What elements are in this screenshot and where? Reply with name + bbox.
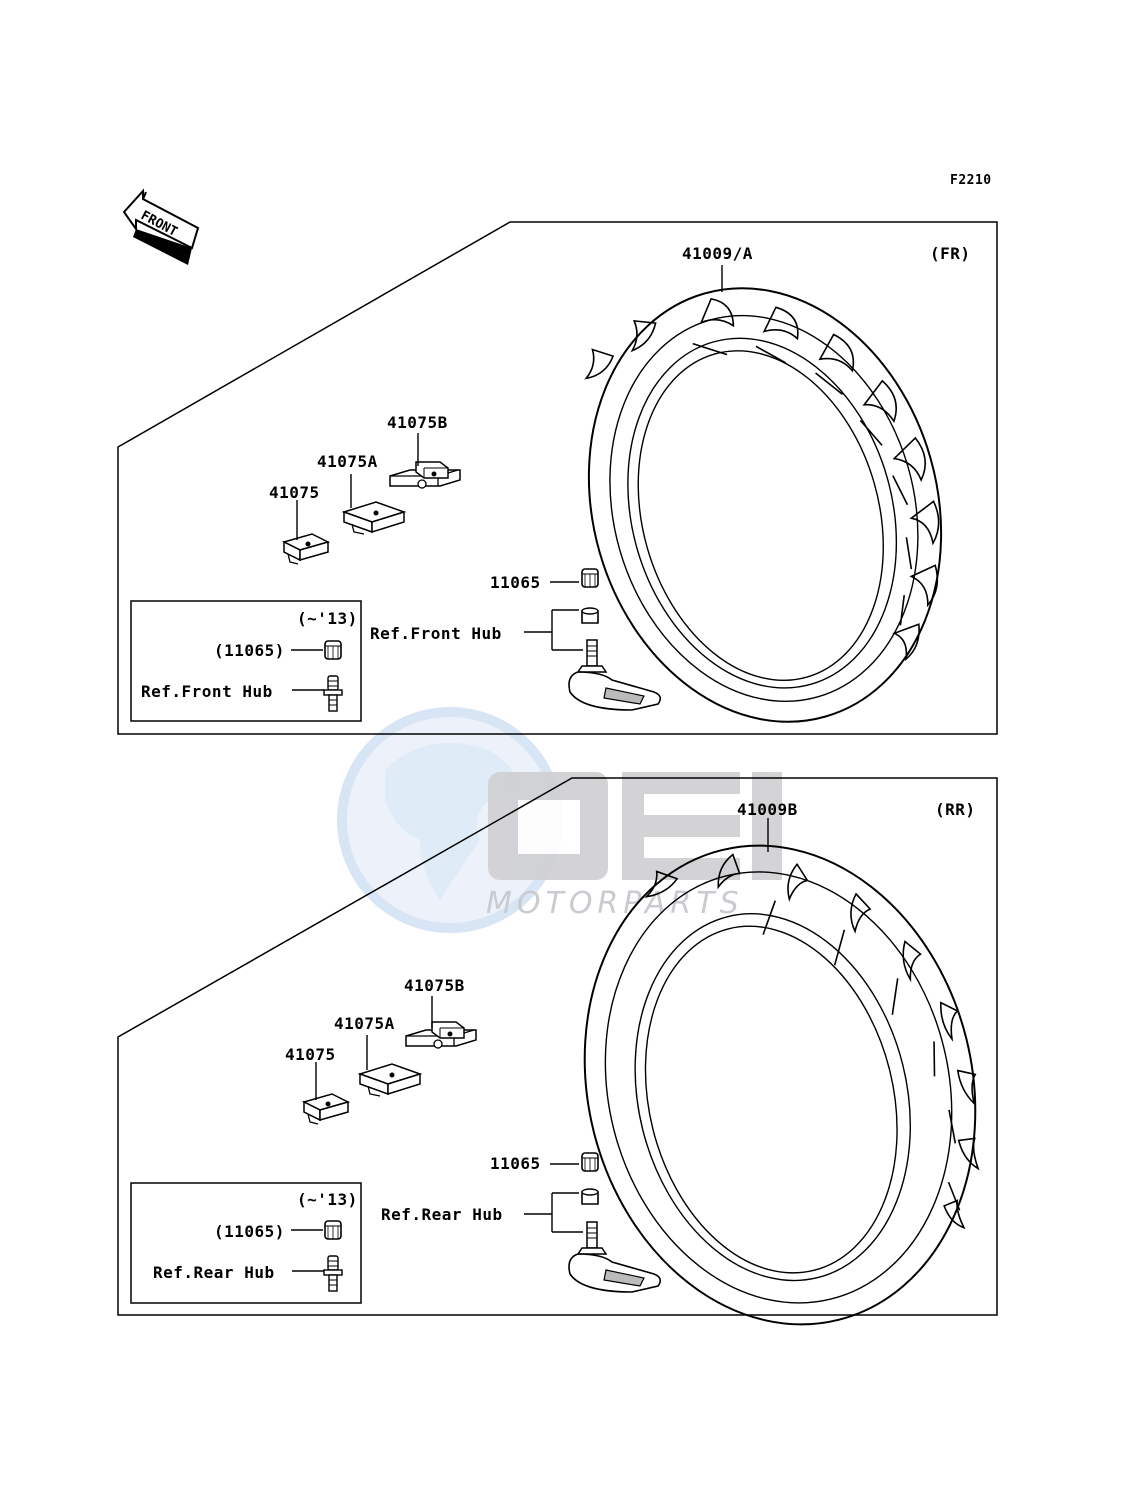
front-position-label: (FR) [930,244,971,263]
rear-valve-cap-label: 11065 [490,1154,541,1173]
rear-panel-frame [117,777,998,1316]
rear-weight-41075-label: 41075 [285,1045,336,1064]
rear-inset-parts [291,1220,343,1292]
rear-inset-hub-label: Ref.Rear Hub [153,1263,275,1282]
front-weight-41075B-label: 41075B [387,413,448,432]
front-tire-part-label: 41009/A [682,244,753,263]
watermark-brand: OEM [488,780,489,781]
front-weight-41075A-label: 41075A [317,452,378,471]
rear-inset-range-label: (~'13) [297,1190,358,1209]
front-weight-41075-label: 41075 [269,483,320,502]
rear-weights [303,996,477,1125]
rear-valve-parts [524,1152,662,1293]
rear-weight-41075A-label: 41075A [334,1014,395,1033]
front-arrow-icon [122,188,200,265]
front-inset-range-label: (~'13) [297,609,358,628]
front-valve-cap-label: 11065 [490,573,541,592]
front-inset-box [130,600,362,722]
front-valve-parts [524,568,662,711]
front-weights [283,433,461,565]
rear-tire-part-label: 41009B [737,800,798,819]
rear-inset-cap-label: (11065) [214,1222,285,1241]
figure-code: F2210 [950,173,992,188]
front-tire [584,287,943,723]
rear-inset-box [130,1182,362,1304]
front-inset-cap-label: (11065) [214,641,285,660]
rear-hub-ref-label: Ref.Rear Hub [381,1205,503,1224]
front-inset-hub-label: Ref.Front Hub [141,682,273,701]
rear-tire [583,844,980,1326]
rear-weight-41075B-label: 41075B [404,976,465,995]
watermark-tagline: MOTORPARTS [486,886,744,921]
front-panel-frame [117,221,998,735]
front-hub-ref-label: Ref.Front Hub [370,624,502,643]
front-inset-parts [291,640,343,712]
watermark-logo-shapes [488,772,782,880]
rear-position-label: (RR) [935,800,976,819]
